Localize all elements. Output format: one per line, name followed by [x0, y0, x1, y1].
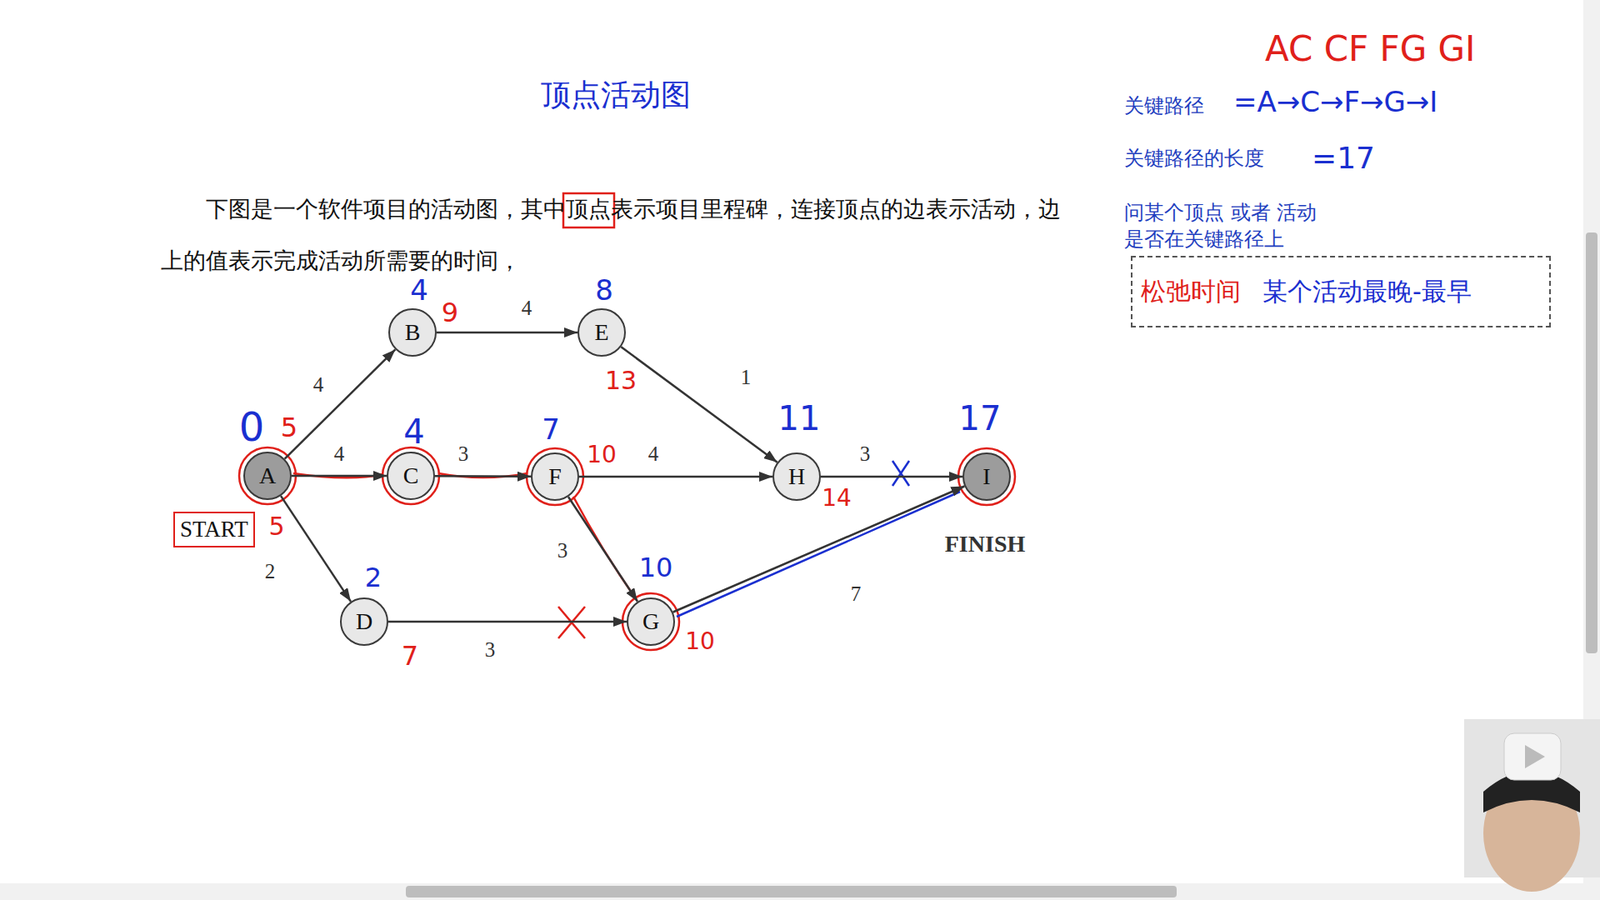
latest-time: 7	[401, 641, 419, 671]
note-box: 松弛时间某个活动最晚-最早	[1130, 255, 1551, 328]
highlight-stroke	[676, 491, 960, 617]
duration-label: 4	[331, 442, 348, 466]
scrollbar-track	[0, 883, 1600, 900]
note-text: 是否在关键路径上	[1124, 227, 1285, 252]
activity-arrow	[579, 475, 773, 479]
duration-label: 3	[555, 539, 571, 563]
node-letter: B	[405, 319, 421, 346]
duration-label: 3	[857, 442, 874, 466]
milestone-circle: B	[388, 308, 437, 357]
milestone-circle: F	[530, 452, 580, 501]
earliest-time: 0	[239, 405, 265, 450]
scrollbar-thumb	[405, 885, 1177, 898]
start-box: START	[173, 511, 255, 548]
highlight-circle	[526, 448, 584, 505]
activity-arrow	[620, 346, 777, 463]
node-letter: G	[642, 608, 660, 635]
milestone-circle: I	[962, 452, 1011, 501]
question-text: 下图是一个软件项目的活动图，其中顶点表示项目里程碑，连接顶点的边表示活动，边上的…	[160, 183, 1061, 287]
earliest-time: 2	[365, 563, 382, 593]
note-text: 松弛时间	[1140, 275, 1241, 310]
activity-arrow	[291, 475, 387, 478]
note-text: 某个活动最晚-最早	[1262, 275, 1472, 310]
duration-label: 3	[482, 638, 499, 662]
node-letter: E	[594, 319, 609, 346]
duration-label: 7	[848, 582, 865, 606]
note-heading: 关键路径	[1124, 94, 1205, 119]
play-icon	[1525, 745, 1545, 769]
duration-label: 4	[310, 373, 327, 397]
note-text: 问某个顶点 或者 活动	[1124, 200, 1317, 225]
node-letter: H	[788, 463, 805, 490]
latest-time: 14	[821, 485, 852, 512]
activity-arrow	[435, 475, 531, 478]
earliest-time: 11	[778, 400, 821, 437]
node-letter: A	[259, 462, 276, 490]
activity-arrow	[568, 496, 638, 602]
latest-time: 5	[268, 512, 285, 540]
activity-arrow	[820, 475, 963, 479]
activity-arrow	[388, 620, 627, 624]
handwritten-title: 顶点活动图	[540, 75, 691, 116]
milestone-circle: E	[577, 308, 626, 357]
earliest-time: 10	[639, 553, 674, 583]
highlight-circle	[622, 593, 680, 650]
latest-time: 5	[280, 413, 298, 443]
node-letter: D	[355, 608, 373, 635]
cross-mark	[892, 460, 910, 486]
highlight-circle	[382, 447, 440, 505]
play-button	[1504, 733, 1561, 780]
activity-arrow	[280, 495, 351, 602]
highlight-circle	[958, 448, 1015, 505]
latest-time: 10	[685, 629, 715, 655]
milestone-circle: D	[340, 597, 389, 646]
latest-time: 9	[441, 298, 459, 328]
duration-label: 1	[738, 365, 755, 390]
milestone-circle: C	[386, 451, 435, 500]
milestone-circle: G	[626, 597, 675, 646]
handwritten-note: AC CF FG GI	[1265, 28, 1476, 70]
node-letter: C	[403, 462, 420, 490]
activity-arrow	[436, 331, 578, 335]
latest-time: 13	[605, 366, 637, 395]
milestone-circle: A	[243, 451, 292, 500]
latest-time: 10	[586, 442, 617, 469]
milestone-circle: H	[772, 452, 821, 501]
duration-label: 4	[645, 442, 662, 466]
handwritten-note: =17	[1311, 140, 1375, 176]
handwritten-note: =A→C→F→G→I	[1233, 85, 1438, 120]
start-label: START	[180, 516, 249, 543]
duration-label: 3	[455, 442, 472, 466]
earliest-time: 7	[541, 414, 560, 445]
scrollbar-thumb	[1585, 232, 1598, 654]
duration-label: 2	[262, 560, 279, 584]
earliest-time: 4	[410, 275, 429, 306]
earliest-time: 8	[595, 275, 614, 306]
earliest-time: 17	[959, 400, 1002, 437]
node-letter: I	[982, 463, 990, 490]
duration-label: 4	[519, 296, 535, 320]
earliest-time: 4	[403, 413, 425, 450]
finish-label: FINISH	[945, 531, 1025, 558]
node-letter: F	[548, 463, 562, 490]
activity-arrow	[673, 485, 965, 612]
note-heading: 关键路径的长度	[1124, 146, 1265, 171]
